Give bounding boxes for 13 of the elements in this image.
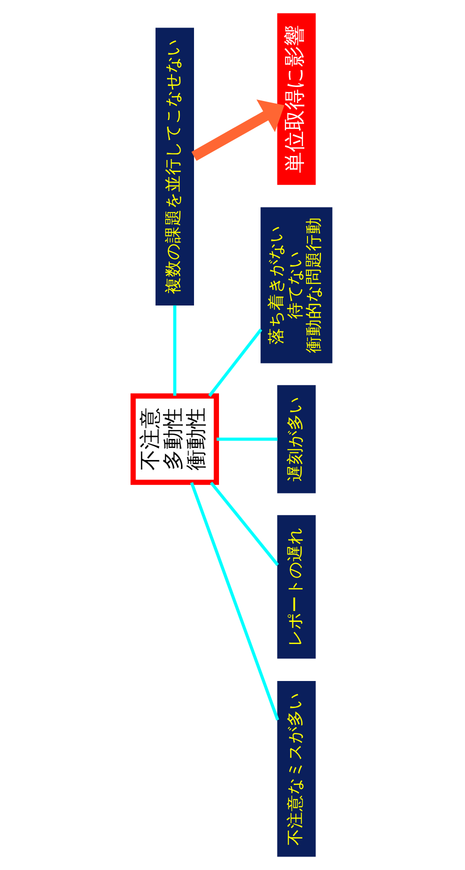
connector [173, 305, 176, 396]
node-box: 落ち着きがない 待てない 衝動的な問題行動 [260, 207, 332, 364]
node-box: 不注意なミスが多い [277, 681, 316, 857]
node-box: レポートの遅れ [277, 515, 316, 659]
connector [216, 438, 278, 441]
node-box: 不注意 多動性 衝動性 [130, 393, 219, 485]
connector [208, 328, 262, 397]
node-box: 複数の課題を並行してこなせない [156, 28, 194, 306]
node-box: 単位取得に影響 [277, 13, 316, 185]
arrow [191, 100, 284, 161]
node-box: 遅刻が多い [277, 385, 316, 494]
connector [190, 482, 280, 721]
connector [210, 482, 279, 566]
